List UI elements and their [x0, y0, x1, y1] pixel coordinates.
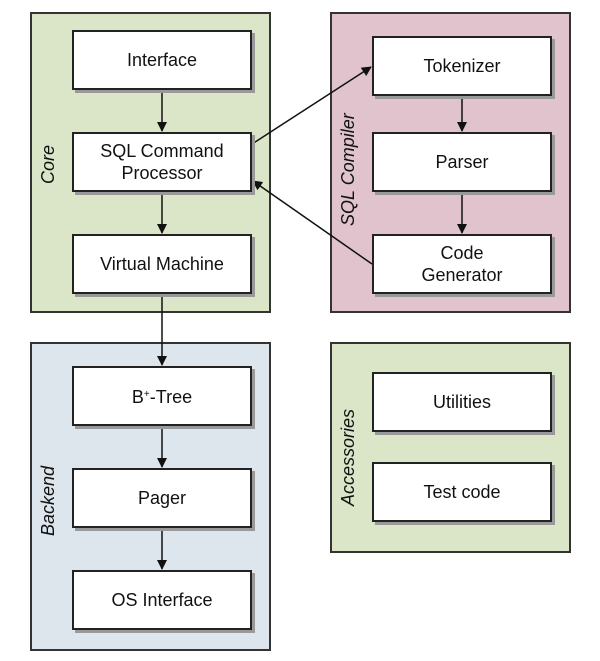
edge-sqlcmd-to-tokenizer [251, 66, 372, 145]
os-interface-box: OS Interface [72, 570, 252, 630]
pager-label: Pager [137, 488, 187, 508]
sql-command-processor-box: SQL Command Processor [72, 132, 252, 192]
os-interface-label: OS Interface [111, 590, 213, 610]
edge-codegen-to-sqlcmd [252, 180, 373, 265]
sql-command-processor-label: SQL Command Processor [100, 141, 224, 183]
btree-label: B+-Tree [131, 387, 193, 407]
parser-label: Parser [435, 152, 489, 172]
code-generator-label: Code Generator [421, 243, 503, 285]
pager-box: Pager [72, 468, 252, 528]
test-code-label: Test code [423, 482, 501, 502]
virtual-machine-box: Virtual Machine [72, 234, 252, 294]
parser-box: Parser [372, 132, 552, 192]
utilities-box: Utilities [372, 372, 552, 432]
test-code-box: Test code [372, 462, 552, 522]
code-generator-box: Code Generator [372, 234, 552, 294]
interface-box: Interface [72, 30, 252, 90]
btree-box: B+-Tree [72, 366, 252, 426]
interface-label: Interface [126, 50, 198, 70]
tokenizer-label: Tokenizer [423, 56, 501, 76]
utilities-label: Utilities [432, 392, 491, 412]
tokenizer-box: Tokenizer [372, 36, 552, 96]
virtual-machine-label: Virtual Machine [100, 254, 224, 274]
